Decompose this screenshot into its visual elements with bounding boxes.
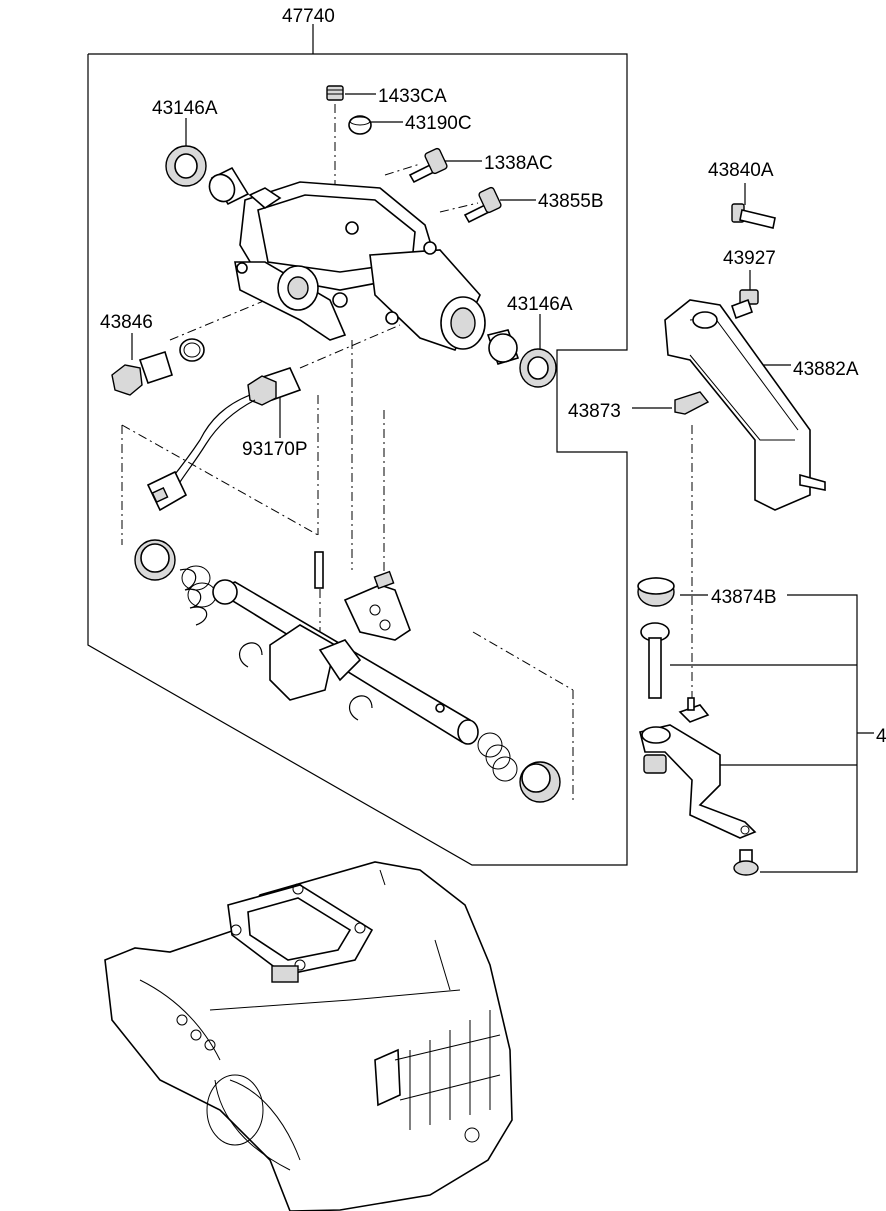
label-43846: 43846 xyxy=(100,312,153,333)
spring-icon xyxy=(477,732,518,782)
connector-icon xyxy=(146,470,188,512)
label-43190c: 43190C xyxy=(405,113,472,134)
bolt-icon xyxy=(733,849,759,876)
cap-icon xyxy=(348,115,372,135)
snap-ring-icon xyxy=(349,695,373,721)
label-43146a-top: 43146A xyxy=(152,98,218,119)
lever-icon xyxy=(639,697,757,839)
bolt-icon xyxy=(730,289,759,320)
case-ribs xyxy=(394,1010,501,1130)
clip-icon xyxy=(674,391,710,415)
plug-icon xyxy=(326,85,344,101)
seal-ring-icon xyxy=(165,145,207,187)
label-93170p: 93170P xyxy=(242,439,308,460)
shift-control-housing-icon xyxy=(234,181,486,351)
seal-ring-icon xyxy=(519,348,557,388)
label-43874b: 43874B xyxy=(711,587,777,608)
assembly-boundary xyxy=(87,24,628,866)
label-43840a: 43840A xyxy=(708,160,774,181)
shift-rail-icon xyxy=(212,551,479,745)
cup-icon xyxy=(519,761,561,803)
bushing-icon xyxy=(208,166,250,206)
bolt-icon xyxy=(731,203,776,229)
bolt-icon xyxy=(463,186,502,224)
label-1433ca: 1433CA xyxy=(378,86,447,107)
transmission-case-icon xyxy=(104,861,513,1211)
sensor-icon xyxy=(171,367,302,483)
label-47740: 47740 xyxy=(282,6,335,27)
pad-icon xyxy=(637,577,675,607)
spring-icon xyxy=(179,565,217,626)
label-43855b: 43855B xyxy=(538,191,604,212)
label-43873: 43873 xyxy=(568,401,621,422)
shift-lever-icon xyxy=(343,570,411,641)
label-43927: 43927 xyxy=(723,248,776,269)
bolt-icon xyxy=(408,147,448,184)
pin-icon xyxy=(640,622,670,699)
label-43146a-right: 43146A xyxy=(507,294,573,315)
bushing-icon xyxy=(486,329,520,365)
snap-ring-icon xyxy=(239,642,263,668)
label-cut: 4 xyxy=(876,726,886,747)
o-ring-icon xyxy=(179,338,205,362)
cup-icon xyxy=(134,539,176,581)
label-1338ac: 1338AC xyxy=(484,153,553,174)
plug-icon xyxy=(111,350,173,396)
label-43882a: 43882A xyxy=(793,359,859,380)
lever-icon xyxy=(664,299,826,511)
